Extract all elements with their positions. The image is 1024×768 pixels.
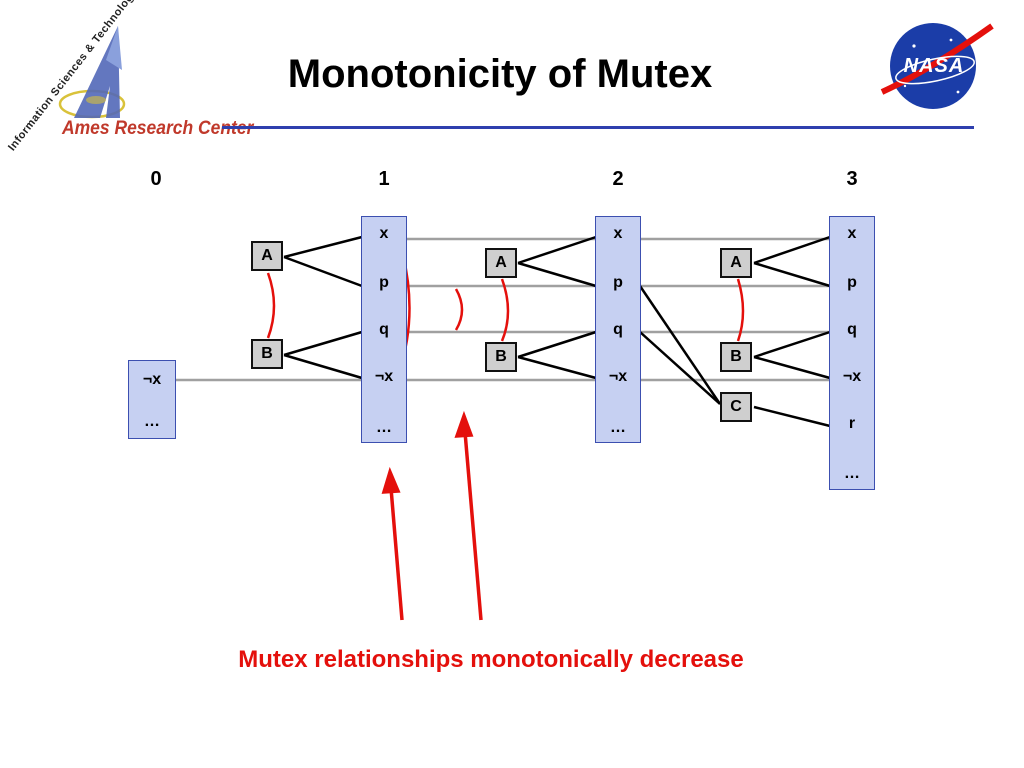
arrow-head [381,466,401,494]
level-label-0: 0 [150,168,162,190]
prop-column-1: x p q ¬x … [361,216,407,443]
prop-p: p [379,274,389,291]
edge [753,405,831,428]
edge [639,331,721,405]
title-rule [222,126,974,129]
ames-logo-icon [58,26,126,119]
edge [283,255,363,288]
prop-r: r [848,415,856,432]
edge [283,235,363,259]
edge [753,355,831,380]
action-b-level-0: B [251,339,283,369]
prop-p: p [613,274,623,291]
action-b-level-1: B [485,342,517,372]
noop-lines [176,237,830,382]
mutex-arc-a-b-l2 [736,278,745,342]
edge [638,285,722,405]
level-label-1: 1 [378,168,390,190]
prop-q: q [847,321,857,338]
pointer-arrows [381,410,483,621]
level-label-3: 3 [846,168,858,190]
edge [517,235,597,265]
prop-ellipsis: … [844,465,860,482]
action-b-level-2: B [720,342,752,372]
edge [283,330,363,357]
ames-brand-text: Ames Research Center [62,118,254,139]
edge [753,235,831,265]
arrow-shaft [389,487,404,621]
prop-p: p [847,274,857,291]
edge [517,330,597,359]
action-edges [283,235,831,428]
prop-column-2: x p q ¬x … [595,216,641,443]
mutex-arc-a-b-l0 [266,272,276,339]
prop-column-3: x p q ¬x r … [829,216,875,490]
action-a-level-2: A [720,248,752,278]
edge [283,353,363,380]
prop-q: q [613,321,623,338]
prop-ellipsis: … [376,419,392,436]
edge [517,261,597,288]
prop-negx: ¬x [842,368,862,385]
slide-title: Monotonicity of Mutex [287,52,713,96]
prop-negx: ¬x [374,368,394,385]
action-a-level-1: A [485,248,517,278]
arrow-shaft [463,431,483,621]
mutex-arc-between [454,288,464,331]
arrow-head [454,410,474,438]
nasa-wordmark: NASA [903,55,965,77]
action-a-level-0: A [251,241,283,271]
mutex-arcs [266,239,873,373]
prop-column-0: ¬x … [128,360,176,439]
prop-x: x [613,225,623,242]
prop-x: x [379,225,389,242]
edge [517,355,597,380]
nasa-logo-icon [880,23,994,109]
prop-negx: ¬x [142,371,162,388]
prop-x: x [847,225,857,242]
level-label-2: 2 [612,168,624,190]
prop-negx: ¬x [608,368,628,385]
caption-text: Mutex relationships monotonically decrea… [238,646,744,673]
prop-ellipsis: … [610,419,626,436]
action-c-level-2: C [720,392,752,422]
prop-q: q [379,321,389,338]
prop-ellipsis: … [144,413,160,430]
edge [753,261,831,288]
mutex-arc-a-b-l1 [500,278,510,342]
edge [753,330,831,359]
